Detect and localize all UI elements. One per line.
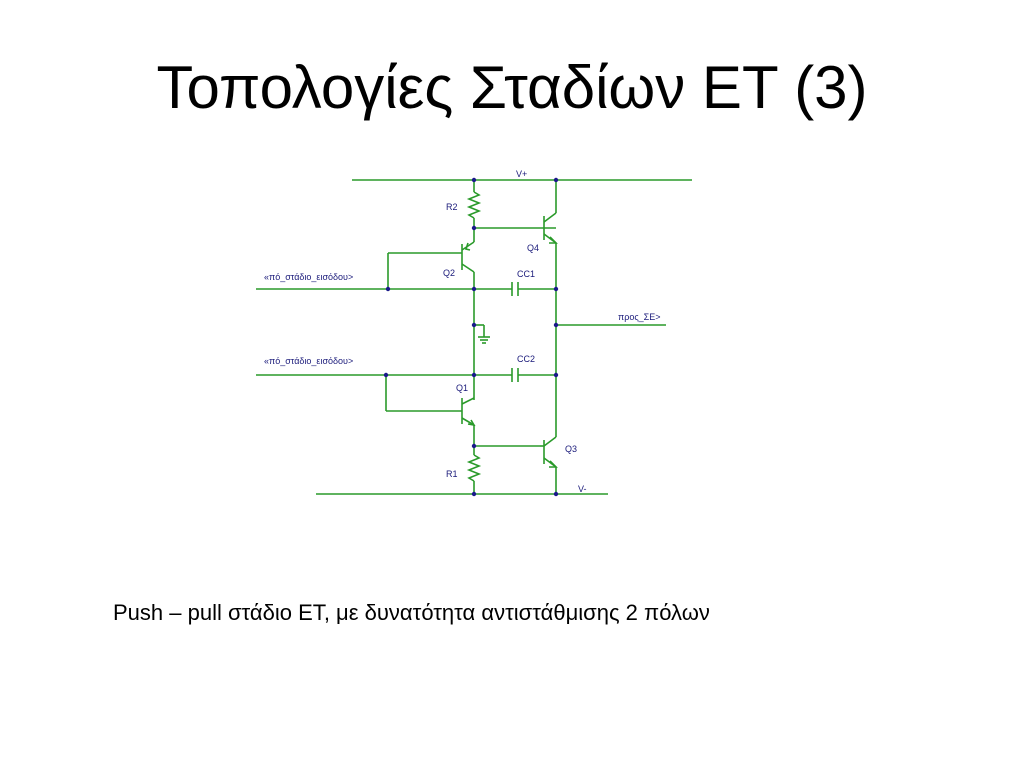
resistor-r2 <box>466 191 482 219</box>
label-output: προς_ΣΕ> <box>618 312 661 322</box>
junction-dot <box>553 491 559 497</box>
label-q4: Q4 <box>527 243 539 253</box>
junction-dot <box>383 372 389 378</box>
label-input-top: «πό_στάδιο_εισόδου> <box>264 272 353 282</box>
junction-dot <box>385 286 391 292</box>
label-v-minus: V- <box>578 484 587 494</box>
label-cc2: CC2 <box>517 354 535 364</box>
capacitor-cc2 <box>511 368 519 382</box>
label-r1: R1 <box>446 469 458 479</box>
junction-dot <box>553 322 559 328</box>
label-q3: Q3 <box>565 444 577 454</box>
junction-dot <box>471 443 477 449</box>
transistor-q2 <box>461 241 475 273</box>
transistor-q3 <box>543 436 558 468</box>
ground-icon <box>474 324 490 344</box>
label-input-bottom: «πό_στάδιο_εισόδου> <box>264 356 353 366</box>
label-q2: Q2 <box>443 268 455 278</box>
capacitor-cc1 <box>511 282 519 296</box>
junction-dot <box>471 372 477 378</box>
label-v-plus: V+ <box>516 169 527 179</box>
junction-dot <box>553 372 559 378</box>
label-q1: Q1 <box>456 383 468 393</box>
slide-title: Τοπολογίες Σταδίων ΕΤ (3) <box>156 54 868 121</box>
junction-dot <box>471 177 477 183</box>
junction-dot <box>553 177 559 183</box>
junction-dot <box>553 286 559 292</box>
junction-dot <box>471 286 477 292</box>
junction-dot <box>471 225 477 231</box>
label-r2: R2 <box>446 202 458 212</box>
junction-dot <box>471 491 477 497</box>
transistor-q1 <box>461 397 476 427</box>
junction-dot <box>471 322 477 328</box>
slide-caption: Push – pull στάδιο ΕΤ, με δυνατότητα αντ… <box>113 600 710 625</box>
label-cc1: CC1 <box>517 269 535 279</box>
resistor-r1 <box>466 454 482 482</box>
